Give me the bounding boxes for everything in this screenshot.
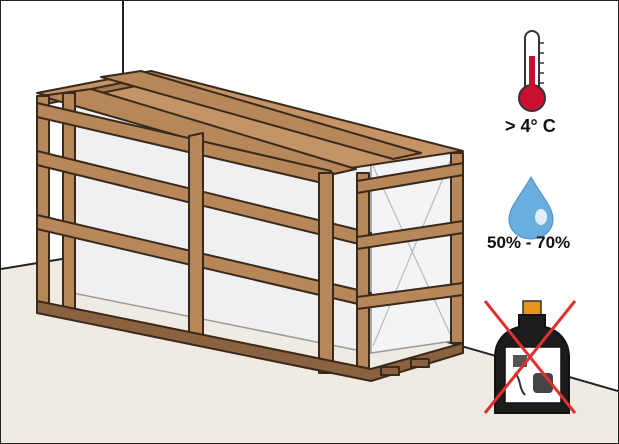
wooden-crate	[36, 70, 464, 382]
no-corrosive-chemicals-icon	[483, 300, 577, 414]
temperature-label: > 4° C	[505, 116, 556, 136]
water-drop-icon	[508, 175, 554, 240]
humidity-label: 50% - 70%	[487, 233, 571, 252]
thermometer-icon	[518, 30, 546, 112]
